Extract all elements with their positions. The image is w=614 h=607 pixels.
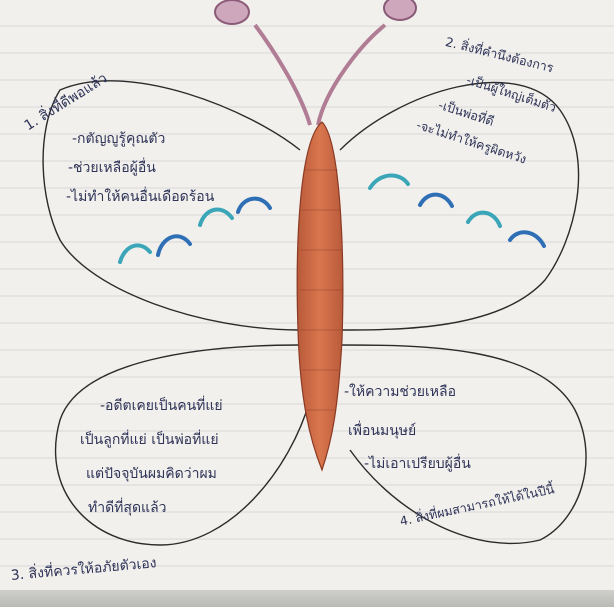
- q3-line-3: แต่ปัจจุบันผมคิดว่าผม: [86, 463, 217, 485]
- q1-line-3: -ไม่ทำให้คนอื่นเดือดร้อน: [66, 186, 214, 208]
- q3-line-2: เป็นลูกที่แย่ เป็นพ่อที่แย่: [80, 429, 219, 451]
- q1-line-1: -กตัญญูรู้คุณตัว: [72, 128, 165, 150]
- q3-line-4: ทำดีที่สุดแล้ว: [88, 497, 167, 519]
- left-antenna-tip: [215, 0, 249, 24]
- right-antenna-tip: [384, 0, 416, 20]
- q1-line-2: -ช่วยเหลือผู้อื่น: [68, 157, 156, 179]
- q3-line-1: -อดีตเคยเป็นคนที่แย่: [100, 395, 223, 417]
- q4-line-2: เพื่อนมนุษย์: [348, 420, 416, 442]
- q4-line-3: -ไม่เอาเปรียบผู้อื่น: [364, 453, 471, 475]
- q4-line-1: -ให้ความช่วยเหลือ: [344, 381, 456, 403]
